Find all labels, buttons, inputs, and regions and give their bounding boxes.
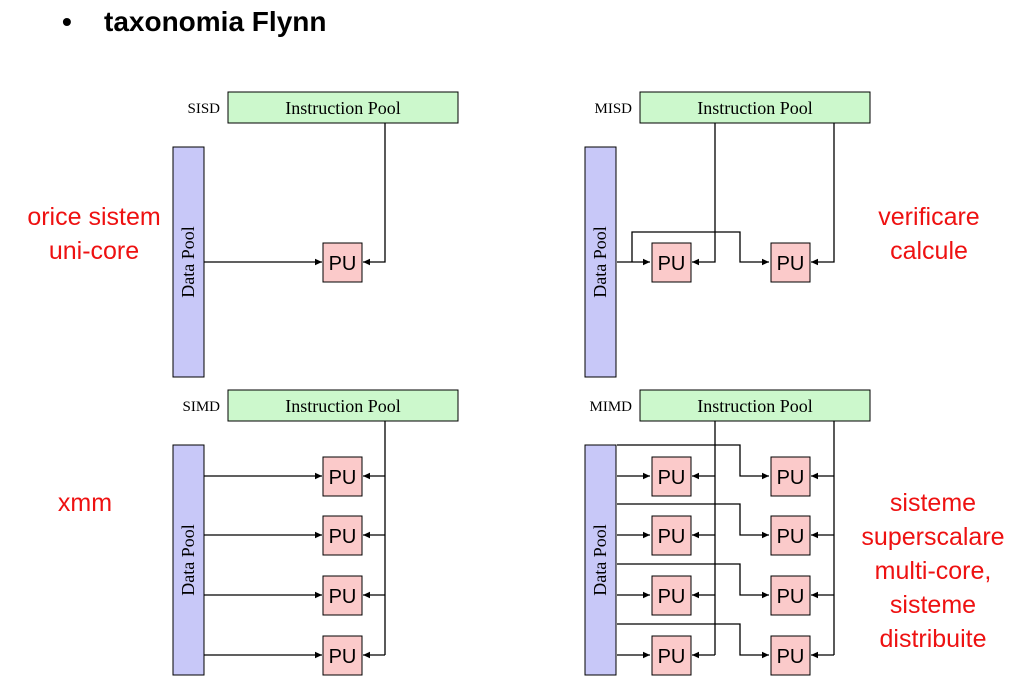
mimd-pu-1-b [770,456,811,497]
note-simd: xmm [30,486,140,520]
simd-label: SIMD [182,399,220,415]
misd-label: MISD [594,101,632,117]
mimd-pu-3-b [770,575,811,616]
mimd-data-arrow-3-b [617,563,769,599]
note-mimd: sisteme superscalare multi-core, sisteme… [848,486,1018,656]
sisd-instruction-arrow [363,123,386,266]
mimd-pu-3-a [651,575,692,616]
mimd-data-arrow-1-b [617,444,769,480]
mimd-pu-2-b [770,515,811,556]
simd-pu-4-label: PU [329,646,357,668]
mimd-instruction-pool [639,389,871,422]
misd-pu-1-label: PU [658,253,686,275]
note-mimd-line-4: sisteme [889,591,977,619]
simd-pu-4 [322,635,363,676]
note-misd-line-2: calcule [890,237,968,265]
note-simd-line-1: xmm [57,489,113,517]
sisd-data-pool-label: Data Pool [178,226,198,298]
misd-data-pool-label: Data Pool [590,226,610,298]
simd-pu-3-label: PU [329,586,357,608]
mimd-data-pool-label: Data Pool [590,524,610,596]
mimd-pu-4-a-label: PU [658,646,686,668]
simd-data-pool [172,444,205,676]
mimd-pu-3-a-label: PU [658,586,686,608]
sisd-instruction-pool [227,91,459,124]
sisd-instruction-pool-label: Instruction Pool [285,98,401,118]
mimd-pu-4-b [770,635,811,676]
mimd-pu-4-a [651,635,692,676]
misd-pu-2-label: PU [777,253,805,275]
simd-data-pool-label: Data Pool [178,524,198,596]
connectors [204,123,835,659]
mimd-pu-1-b-label: PU [777,467,805,489]
mimd-data-pool [584,444,617,676]
mimd-pu-3-b-label: PU [777,586,805,608]
note-mimd-line-3: multi-core, [874,557,992,585]
misd-instruction-arrow-1 [692,123,716,266]
misd-instruction-pool [639,91,871,124]
sisd-pu [322,242,363,283]
sisd-data-pool [172,146,205,378]
mimd-pu-2-a-label: PU [658,526,686,548]
bullet-icon: • [62,6,72,37]
misd-instruction-arrow-2 [811,123,835,266]
mimd-data-arrow-2-b [617,503,769,539]
misd-data-pool [584,146,617,378]
misd-pu-1 [651,242,692,283]
note-misd: verificare calcule [855,200,1003,268]
mimd-label: MIMD [589,399,632,415]
mimd-pu-2-b-label: PU [777,526,805,548]
simd-pu-3 [322,575,363,616]
mimd-pu-4-b-label: PU [777,646,805,668]
simd-pu-1-label: PU [329,467,357,489]
mimd-data-arrow-4-b [617,623,769,659]
title-text: taxonomia Flynn [104,6,327,37]
simd-instruction-pool [227,389,459,422]
note-sisd: orice sistem uni-core [14,200,174,268]
mimd-pu-1-a-label: PU [658,467,686,489]
note-sisd-line-1: orice sistem [27,203,161,231]
sisd-label: SISD [187,101,220,117]
misd-data-arrow-2 [631,231,769,266]
misd-pu-2 [770,242,811,283]
mimd-pu-2-a [651,515,692,556]
simd-pu-1 [322,456,363,497]
mimd-instruction-pool-label: Instruction Pool [697,396,813,416]
note-mimd-line-1: sisteme [889,489,977,517]
slide-title: • taxonomia Flynn [62,6,326,38]
misd-instruction-pool-label: Instruction Pool [697,98,813,118]
note-misd-line-1: verificare [878,203,980,231]
simd-instruction-pool-label: Instruction Pool [285,396,401,416]
simd-pu-2-label: PU [329,526,357,548]
note-mimd-line-2: superscalare [861,523,1005,551]
note-sisd-line-2: uni-core [48,237,140,265]
mimd-pu-1-a [651,456,692,497]
note-mimd-line-5: distribuite [879,625,987,653]
simd-pu-2 [322,515,363,556]
sisd-pu-label: PU [329,253,357,275]
